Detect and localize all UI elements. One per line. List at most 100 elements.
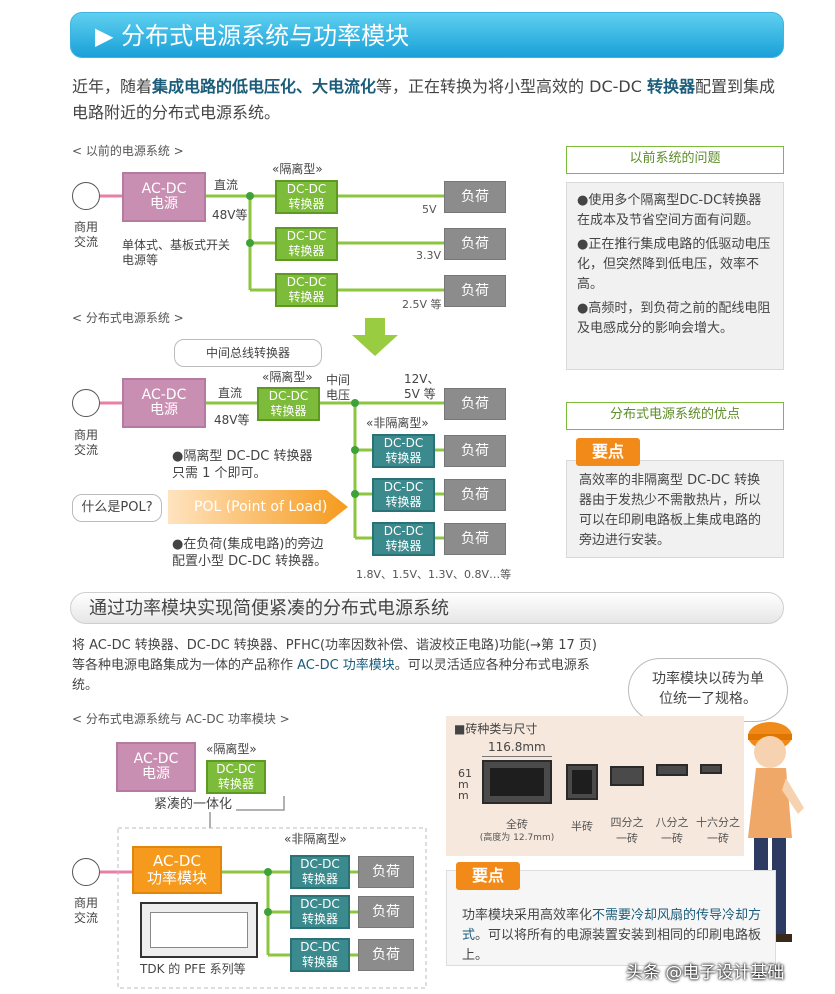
acdc-power-module: AC-DC 功率模块 — [132, 846, 222, 894]
intro-bold: 转换器 — [646, 77, 695, 96]
key-point-badge: 要点 — [576, 438, 640, 466]
load-box: 负荷 — [444, 388, 506, 420]
voltage-label: 5V — [422, 203, 437, 216]
dcdc-iso-box: DC-DC 转换器 — [206, 760, 266, 794]
intro-text: 近年，随着集成电路的低电压化、大电流化等，正在转换为将小型高效的 DC-DC 转… — [72, 74, 778, 126]
advantages-box: 高效率的非隔离型 DC-DC 转换器由于发热少不需散热片，所以可以在印刷电路板上… — [566, 460, 784, 558]
brick-face — [490, 768, 544, 796]
voltages-label: 1.8V、1.5V、1.3V、0.8V…等 — [356, 568, 512, 581]
load-box: 负荷 — [444, 523, 506, 555]
acdc-box: AC-DC 电源 — [122, 172, 206, 222]
product-photo — [140, 902, 258, 958]
half-brick — [566, 764, 598, 800]
dcdc-iso-box: DC-DC 转换器 — [257, 387, 320, 421]
product-label-area — [150, 912, 248, 948]
key-text-part: 。可以将所有的电源装置安装到相同的印刷电路板上。 — [462, 928, 762, 963]
acdc-box: AC-DC 电源 — [116, 742, 196, 792]
ibc-bubble: 中间总线转换器 — [174, 339, 322, 367]
load-box: 负荷 — [358, 896, 414, 928]
load-box: 负荷 — [444, 228, 506, 260]
para-highlight: AC-DC 功率模块 — [297, 658, 395, 673]
dcdc-noniso-box: DC-DC 转换器 — [372, 434, 435, 468]
intro-part: 等，正在转换为将小型高效的 DC-DC — [376, 77, 647, 96]
mid-voltage-label: 中间 电压 — [326, 373, 351, 402]
acdc-note: 单体式、基板式开关 电源等 — [122, 238, 231, 267]
noniso-tag: «非隔离型» — [366, 416, 429, 430]
new-system-label: < 分布式电源系统 > — [72, 311, 184, 325]
para-part: 。可以灵活适应各种分布式电源系统。 — [72, 658, 590, 693]
intro-part: 配置到集成电路附近的分布式电源系统。 — [72, 77, 775, 122]
pol-arrow: POL (Point of Load) — [168, 490, 348, 524]
ac-source-icon — [72, 182, 100, 210]
dcdc-noniso-box: DC-DC 转换器 — [290, 895, 350, 929]
speech-bubble: 功率模块以砖为单位统一了规格。 — [628, 658, 788, 722]
brick-name: 全砖 — [506, 818, 528, 831]
dcdc-noniso-box: DC-DC 转换器 — [372, 478, 435, 512]
eighth-brick — [656, 764, 688, 776]
load-box: 负荷 — [444, 479, 506, 511]
dcdc-noniso-box: DC-DC 转换器 — [290, 855, 350, 889]
dcdc-noniso-box: DC-DC 转换器 — [372, 522, 435, 556]
compact-label: 紧凑的一体化 — [150, 797, 237, 812]
dcdc-iso-box: DC-DC 转换器 — [275, 227, 338, 261]
brick-name: 十六分之 一砖 — [696, 816, 740, 845]
dc-label: 直流 — [214, 178, 239, 192]
load-box: 负荷 — [358, 856, 414, 888]
v48-label: 48V等 — [214, 413, 250, 427]
section2-paragraph: 将 AC-DC 转换器、DC-DC 转换器、PFHC(功率因数补偿、谐波校正电路… — [72, 636, 612, 696]
load-box: 负荷 — [358, 939, 414, 971]
sixteenth-brick — [700, 764, 722, 774]
key-point-text: 功率模块采用高效率化不需要冷却风扇的传导冷却方式。可以将所有的电源装置安装到相同… — [462, 906, 772, 966]
key-text-highlight: 不需要冷却风扇的传导冷却方式 — [462, 908, 762, 943]
key-text-part: 功率模块采用高效率化 — [462, 908, 593, 923]
voltage-label: 2.5V 等 — [402, 298, 442, 311]
iso-tag: «隔离型» — [206, 742, 257, 756]
problem-item: ●高频时，到负荷之前的配线电阻及电感成分的影响会增大。 — [577, 301, 771, 336]
voltage-label: 3.3V — [416, 249, 442, 262]
load-box: 负荷 — [444, 435, 506, 467]
ac-label: 商用 交流 — [74, 220, 99, 249]
ac-label: 商用 交流 — [74, 428, 99, 457]
old-system-label: < 以前的电源系统 > — [72, 144, 184, 158]
dcdc-iso-box: DC-DC 转换器 — [275, 180, 338, 214]
load-box: 负荷 — [444, 181, 506, 213]
load-box: 负荷 — [444, 275, 506, 307]
noniso-tag: «非隔离型» — [284, 832, 347, 846]
acdc-box: AC-DC 电源 — [122, 378, 206, 428]
brick-name: 八分之 一砖 — [655, 816, 689, 845]
brick-name: 半砖 — [571, 820, 593, 833]
dcdc-iso-box: DC-DC 转换器 — [275, 273, 338, 307]
v48-label: 48V等 — [212, 208, 248, 222]
dc-label: 直流 — [218, 386, 243, 400]
brick-face — [572, 770, 592, 794]
problems-title: 以前系统的问题 — [566, 146, 784, 174]
note-single-iso: ●隔离型 DC-DC 转换器 只需 1 个即可。 — [172, 449, 313, 481]
page-title: ▶ 分布式电源系统与功率模块 — [70, 12, 784, 58]
v12-label: 12V、 5V 等 — [404, 372, 440, 401]
advantages-title: 分布式电源系统的优点 — [566, 402, 784, 430]
full-brick — [482, 760, 552, 804]
para-part: 将 AC-DC 转换器、DC-DC 转换器、PFHC(功率因数补偿、谐波校正电路… — [72, 638, 597, 673]
ac-source-icon — [72, 858, 100, 886]
brick-name: 四分之 一砖 — [610, 816, 644, 845]
ac-source-icon — [72, 389, 100, 417]
section2-title: 通过功率模块实现简便紧凑的分布式电源系统 — [70, 592, 784, 624]
problem-item: ●使用多个隔离型DC-DC转换器在成本及节省空间方面有问题。 — [577, 193, 762, 228]
key-point-badge: 要点 — [456, 862, 520, 890]
module-system-label: < 分布式电源系统与 AC-DC 功率模块 > — [72, 712, 290, 726]
problems-box: ●使用多个隔离型DC-DC转换器在成本及节省空间方面有问题。 ●正在推行集成电路… — [566, 182, 784, 370]
brick-title: ■砖种类与尺寸 — [454, 722, 538, 736]
note-pol: ●在负荷(集成电路)的旁边 配置小型 DC-DC 转换器。 — [172, 537, 328, 569]
brick-sub: (高度为 12.7mm) — [479, 833, 555, 843]
brick-height-label: 61mm — [458, 767, 472, 802]
width-dimension-line — [482, 756, 552, 757]
watermark: 头条 @电子设计基础 — [626, 963, 785, 983]
pol-label: POL (Point of Load) — [194, 499, 328, 515]
ac-label: 商用 交流 — [74, 896, 99, 925]
intro-part: 近年，随着 — [72, 77, 153, 96]
iso-tag: «隔离型» — [262, 370, 313, 384]
iso-tag: «隔离型» — [272, 162, 323, 176]
product-caption: TDK 的 PFE 系列等 — [140, 962, 246, 976]
brick-width-label: 116.8mm — [488, 740, 546, 754]
